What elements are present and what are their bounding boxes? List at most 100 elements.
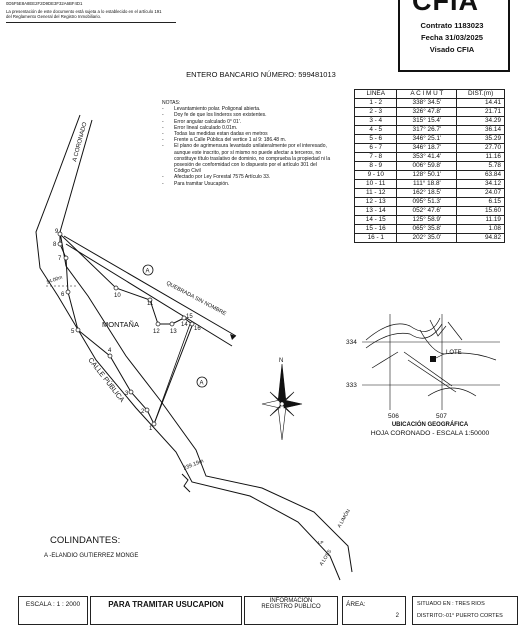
quebrada-line — [63, 235, 237, 337]
contract-date: Fecha 31/03/2025 — [420, 33, 484, 42]
vertex-marker — [189, 321, 195, 327]
width-label: 14.00m — [46, 275, 64, 286]
vertex-marker — [113, 285, 119, 291]
vertex-label-4: 4 — [108, 348, 112, 354]
visado-label: Visado CFIA — [429, 45, 475, 54]
scale-label: ESCALA : 1 : 2000 — [25, 601, 81, 608]
area-value: 2 — [395, 613, 399, 619]
colindante-marker — [196, 376, 208, 388]
map-y-bottom: 333 — [346, 382, 357, 389]
note-item: -Levantamiento polar. Poligonal abierta. — [162, 106, 261, 113]
map-road — [365, 323, 443, 349]
purpose-box: PARA TRAMITAR USUCAPION — [90, 596, 242, 625]
vertex-label-1: 1 — [149, 426, 153, 432]
location-subtitle: HOJA CORONADO - ESCALA 1:50000 — [370, 430, 490, 437]
registry-stamp: 0D5F5E8A8EE2F2D9DE3F32A6BF4D1 La present… — [6, 0, 176, 23]
distrito-label: DISTRITO:-01° PUERTO CORTES — [417, 613, 503, 619]
contract-number: Contrato 1183023 — [420, 21, 484, 30]
acimut-cell: 202° 35.0' — [396, 233, 458, 243]
note-item: -Afectado por Ley Forestal 7575 Artículo… — [162, 174, 271, 181]
note-item: -Para tramitar Usucapión. — [162, 180, 230, 187]
lote-pointer — [435, 353, 445, 359]
lote-marker — [430, 356, 436, 362]
svg-text:N: N — [279, 358, 283, 364]
vertex-label-10: 10 — [114, 293, 121, 299]
registry-box: INFORMACION REGISTRO PUBLICO — [244, 596, 338, 625]
vertex-marker — [151, 421, 157, 427]
map-lote-label: LOTE — [446, 350, 462, 356]
vertex-marker — [155, 321, 161, 327]
stamp-note-1: La presentación de este documento está s… — [6, 9, 162, 14]
bank-number: ENTERO BANCARIO NÚMERO: 599481013 — [186, 70, 336, 79]
colindante-marker-label: A — [200, 381, 204, 387]
road-edge-east — [59, 119, 353, 573]
map-road — [427, 387, 477, 397]
vertex-marker — [128, 389, 134, 395]
notes-title: NOTAS: — [162, 100, 181, 106]
vertex-marker — [107, 353, 113, 359]
break-symbol — [181, 473, 191, 493]
note-item: -Error lineal calculado 0.01m. — [162, 124, 238, 131]
cfia-header-box — [398, 0, 510, 72]
calle-publica-label: CALLE PÚBLICA — [86, 356, 127, 404]
stamp-code: 0D5F5E8A8EE2F2D9DE3F32A6BF4D1 — [6, 1, 83, 6]
colindante-a: A -ELANDIO GUTIERREZ MONGE — [44, 553, 139, 559]
registry-label-2: REGISTRO PUBLICO — [261, 604, 321, 610]
quebrada-label: QUEBRADA SIN NOMBRE — [165, 280, 227, 317]
colindantes-title: COLINDANTES: — [50, 535, 121, 546]
vertex-marker — [169, 321, 175, 327]
vertex-label-12: 12 — [153, 329, 160, 335]
vertex-marker — [65, 289, 71, 295]
vertex-label-7: 7 — [58, 256, 62, 262]
vertex-marker — [147, 297, 153, 303]
vertex-label-6: 6 — [61, 292, 65, 298]
closing-line — [153, 323, 191, 425]
map-road — [447, 321, 463, 341]
vertex-label-14: 14 — [181, 322, 188, 328]
note-item: -Todas las medidas estan dadas en metros — [162, 131, 268, 138]
area-label: ÁREA: — [346, 601, 366, 608]
purpose-label: PARA TRAMITAR USUCAPION — [108, 600, 224, 609]
note-item: -Frente a Calle Pública del vertice 1 al… — [162, 137, 287, 144]
map-x-left: 506 — [388, 413, 399, 420]
map-road — [365, 317, 441, 341]
vertex-label-15: 15 — [186, 314, 193, 320]
vertex-label-13: 13 — [170, 329, 177, 335]
note-item: -Doy fe de que los linderos son existent… — [162, 112, 267, 119]
map-road — [403, 351, 453, 387]
vertex-marker — [181, 315, 187, 321]
road-label-a-limon: A LIMÓN — [336, 508, 352, 529]
map-x-right: 507 — [436, 413, 447, 420]
note-item: -Error angular calculado 0° 01'. — [162, 118, 242, 125]
notes-block: NOTAS: -Levantamiento polar. Poligonal a… — [162, 100, 332, 187]
vertex-marker — [75, 327, 81, 333]
quebrada-line — [65, 243, 233, 347]
montana-label: MONTAÑA — [102, 320, 139, 329]
map-y-top: 334 — [346, 339, 357, 346]
colindante-marker-label: A — [146, 269, 150, 275]
north-arrow-icon: N — [261, 358, 303, 441]
map-road — [429, 319, 447, 337]
road-label-a-loss: A LOSS — [319, 548, 334, 567]
vertex-marker — [57, 241, 63, 247]
location-title: UBICACIÓN GEOGRÁFICA — [391, 422, 469, 428]
scale-box: ESCALA : 1 : 2000 — [18, 596, 88, 625]
note-item: -El plano de agrimensura levantado unila… — [162, 143, 331, 175]
dist-cell: 94.82 — [456, 233, 505, 243]
stamp-note-2: del Reglamento General del Registro Inmo… — [6, 14, 102, 19]
map-road — [371, 351, 399, 369]
location-box: SITUADO EN : TRES RIOS DISTRITO:-01° PUE… — [412, 596, 518, 625]
lp-label: LP — [318, 540, 324, 545]
map-road — [407, 359, 457, 393]
vertex-label-8: 8 — [53, 242, 57, 248]
vertex-label-11: 11 — [147, 301, 154, 307]
vertex-label-5: 5 — [71, 329, 75, 335]
registry-label-1: INFORMACION — [269, 598, 313, 604]
linea-cell: 16 - 1 — [353, 233, 398, 243]
